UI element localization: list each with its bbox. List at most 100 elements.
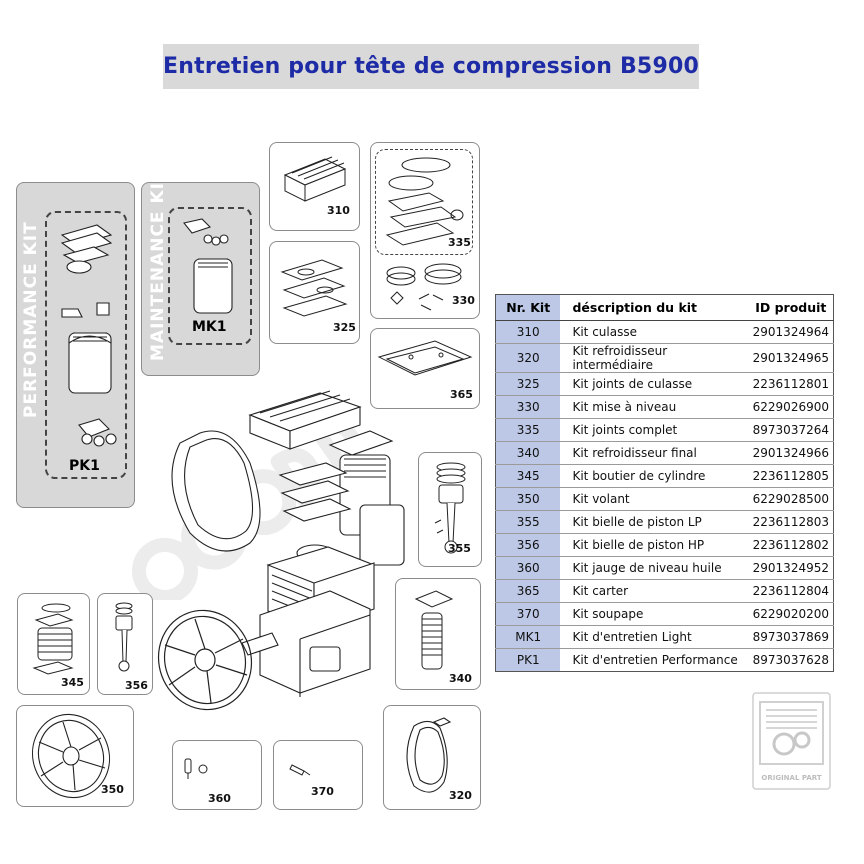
kit-product-id-cell: 2236112802 xyxy=(742,533,834,557)
kit-number-cell: 340 xyxy=(495,441,561,465)
pk1-code: PK1 xyxy=(69,458,100,474)
panel-325: 325 xyxy=(269,241,360,344)
kit-number-cell: 310 xyxy=(495,320,561,344)
kit-description-cell: Kit soupape xyxy=(560,602,743,626)
pk1-parts-drawing xyxy=(60,224,117,447)
kit-description-cell: Kit refroidisseur final xyxy=(560,441,743,465)
panel-360-label: 360 xyxy=(208,792,231,805)
kit-description-cell: Kit mise à niveau xyxy=(560,395,743,419)
kit-number-cell: 370 xyxy=(495,602,561,626)
mk1-dashed-box xyxy=(168,207,252,345)
kit-description-cell: Kit d'entretien Performance xyxy=(560,648,743,672)
title-banner: Entretien pour tête de compression B5900 xyxy=(163,44,699,89)
panel-345: 345 xyxy=(17,593,90,695)
head-gaskets-drawing xyxy=(280,259,348,317)
valve-drawing xyxy=(289,764,311,776)
panel-310-label: 310 xyxy=(327,204,350,217)
intercooler-drawing xyxy=(406,717,452,793)
original-part-logo: ORIGINAL PART xyxy=(752,692,831,790)
panel-360: 360 xyxy=(172,740,262,810)
kit-description-cell: Kit culasse xyxy=(560,320,743,344)
kit-description-cell: Kit d'entretien Light xyxy=(560,625,743,649)
oil-level-gauge-drawing xyxy=(184,758,208,779)
kit-number-cell: PK1 xyxy=(495,648,561,672)
kit-product-id-cell: 2236112801 xyxy=(742,372,834,396)
panel-320-label: 320 xyxy=(449,789,472,802)
kit-product-id-cell: 8973037628 xyxy=(742,648,834,672)
kit-product-id-cell: 2236112805 xyxy=(742,464,834,488)
panel-365-label: 365 xyxy=(450,388,473,401)
kit-description-cell: Kit bielle de piston LP xyxy=(560,510,743,534)
kit-number-cell: 365 xyxy=(495,579,561,603)
mk1-code: MK1 xyxy=(192,319,227,335)
main-flywheel-drawing xyxy=(157,609,253,711)
kit-description-cell: Kit joints de culasse xyxy=(560,372,743,396)
kit-product-id-cell: 6229020200 xyxy=(742,602,834,626)
hp-piston-rod-drawing xyxy=(115,602,133,672)
kit-number-cell: 320 xyxy=(495,343,561,373)
kit-table-header: Nr. Kit déscription du kit ID produit xyxy=(495,294,834,321)
kit-number-cell: 335 xyxy=(495,418,561,442)
pk1-dashed-box xyxy=(45,211,127,479)
panel-335-label: 335 xyxy=(448,236,471,249)
kit-number-cell: 345 xyxy=(495,464,561,488)
cylinder-box-drawing xyxy=(32,603,74,675)
kit-description-cell: Kit jauge de niveau huile xyxy=(560,556,743,580)
kit-table: Nr. Kit déscription du kit ID produit 31… xyxy=(495,294,834,672)
panel-330-label: 330 xyxy=(452,294,475,307)
lp-piston-rod-drawing xyxy=(434,462,466,554)
kit-product-id-cell: 2901324952 xyxy=(742,556,834,580)
kit-product-id-cell: 2901324964 xyxy=(742,320,834,344)
kit-description-cell: Kit carter xyxy=(560,579,743,603)
header-product-id: ID produit xyxy=(742,294,834,321)
kit-number-cell: MK1 xyxy=(495,625,561,649)
crankcase-gasket-drawing xyxy=(377,340,473,376)
panel-340: 340 xyxy=(395,578,481,690)
kit-product-id-cell: 2236112803 xyxy=(742,510,834,534)
page-title: Entretien pour tête de compression B5900 xyxy=(163,54,699,79)
maintenance-kit-panel: MAINTENANCE KIT MK1 xyxy=(141,169,260,376)
kit-product-id-cell: 8973037264 xyxy=(742,418,834,442)
kit-number-cell: 330 xyxy=(495,395,561,419)
kit-product-id-cell: 6229026900 xyxy=(742,395,834,419)
kit-335-dashed-box xyxy=(375,149,473,255)
panel-356: 356 xyxy=(97,593,153,695)
header-description: déscription du kit xyxy=(560,294,743,321)
kit-product-id-cell: 2901324965 xyxy=(742,343,834,373)
panel-370: 370 xyxy=(273,740,363,810)
original-part-text: ORIGINAL PART xyxy=(761,774,821,782)
gasket-set-drawing xyxy=(385,157,464,311)
panel-355: 355 xyxy=(418,452,482,567)
kit-description-cell: Kit joints complet xyxy=(560,418,743,442)
kit-description-cell: Kit bielle de piston HP xyxy=(560,533,743,557)
kit-product-id-cell: 2901324966 xyxy=(742,441,834,465)
panel-355-label: 355 xyxy=(448,542,471,555)
header-kit-nr: Nr. Kit xyxy=(495,294,561,321)
mk1-parts-drawing xyxy=(183,218,233,314)
kit-number-cell: 325 xyxy=(495,372,561,396)
panel-350: 350 xyxy=(16,705,134,807)
panel-340-label: 340 xyxy=(449,672,472,685)
kit-product-id-cell: 2236112804 xyxy=(742,579,834,603)
kit-number-cell: 350 xyxy=(495,487,561,511)
kit-description-cell: Kit refroidisseur intermédiaire xyxy=(560,343,743,373)
panel-310: 310 xyxy=(269,142,360,231)
panel-356-label: 356 xyxy=(125,679,148,692)
panel-345-label: 345 xyxy=(61,676,84,689)
panel-330-335: 335 330 xyxy=(370,142,480,319)
kit-product-id-cell: 6229028500 xyxy=(742,487,834,511)
panel-365: 365 xyxy=(370,328,480,409)
